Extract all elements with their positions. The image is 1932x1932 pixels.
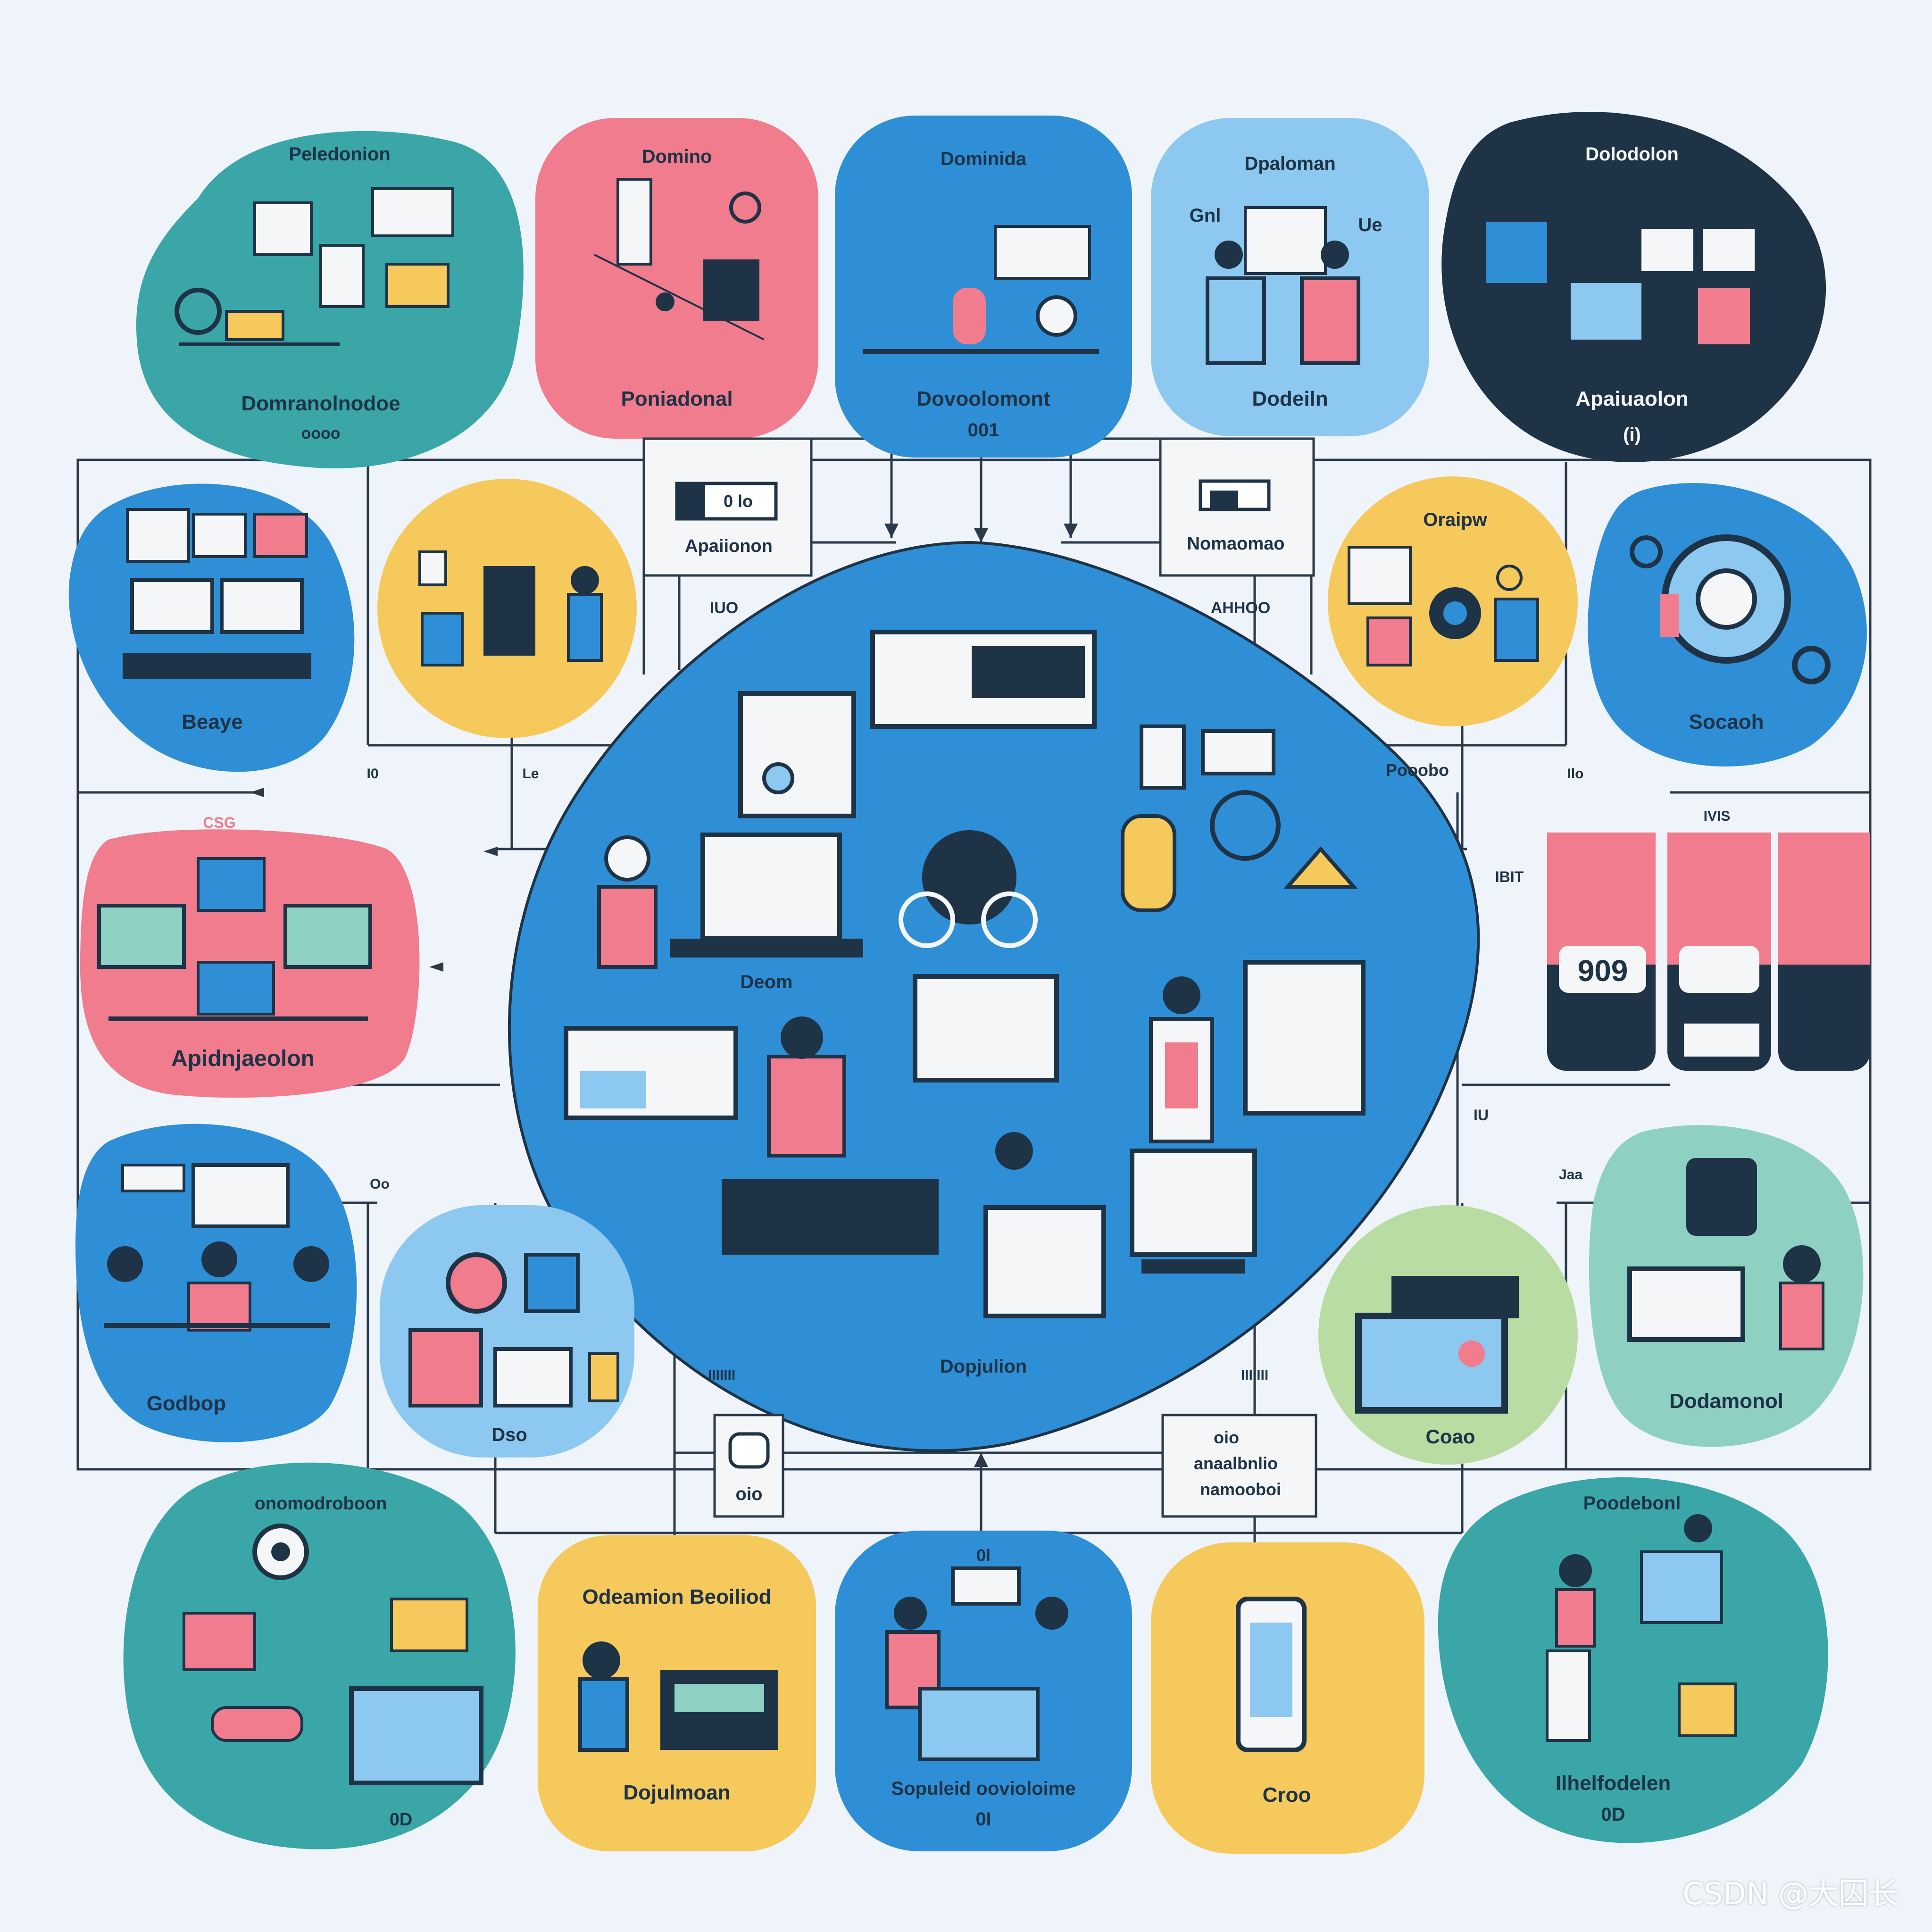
box-bottom-right-connector: oio anaalbnlio namooboi xyxy=(1161,1414,1317,1518)
node-right-panels-top: IVIS xyxy=(1704,808,1731,824)
node-right-panels-value: 909 xyxy=(1578,954,1628,988)
node-bottom-blue-top: 0l xyxy=(976,1546,991,1565)
connector-label-left-small2: Le xyxy=(522,766,539,782)
node-bottom-yellow-caption: Dojulmoan xyxy=(623,1781,730,1804)
node-top-teal-title: Peledonion xyxy=(289,144,391,165)
node-center-label-b: Dopjulion xyxy=(940,1356,1027,1377)
node-top-navy-sub: (i) xyxy=(1623,425,1641,445)
box-bottom-right-line1: oio xyxy=(1214,1428,1239,1447)
node-left-pink: Apidnjaeolon CSG xyxy=(80,814,420,1098)
connector-label-right-small3: IBIT xyxy=(1495,868,1524,885)
node-bottom-teal2-title: Poodebonl xyxy=(1583,1493,1681,1514)
node-bottom-left-light: Dso xyxy=(380,1205,634,1457)
node-mid-right-blue: Socaoh xyxy=(1588,483,1867,767)
box-top-left-label: Apaiionon xyxy=(685,536,773,556)
node-top-light-side-left: Gnl xyxy=(1190,205,1221,226)
node-mid-right-yellow: Oraipw xyxy=(1328,476,1578,726)
node-top-navy-title: Dolodolon xyxy=(1585,144,1679,165)
node-bottom-teal-sub: 0D xyxy=(390,1810,413,1830)
connector-label-right-lower: Jaa xyxy=(1559,1167,1582,1183)
node-top-pink: Domino Poniadonal xyxy=(535,118,818,439)
node-bottom-teal: onomodroboon 0D xyxy=(123,1462,516,1849)
box-top-right-label: Nomaomao xyxy=(1187,534,1285,554)
node-bottom-yellow: Odeamion Beoiliod Dojulmoan xyxy=(538,1535,816,1851)
node-bottom-right-green-caption: Coao xyxy=(1426,1425,1475,1448)
connector-label-right-small4: IU xyxy=(1474,1107,1489,1124)
node-bottom-yellow2-caption: Croo xyxy=(1263,1783,1311,1807)
node-top-light-caption: Dodeiln xyxy=(1252,387,1328,410)
node-top-blue-sub: 001 xyxy=(968,420,999,441)
node-bottom-blue-caption: Sopuleid oovioloime xyxy=(891,1778,1075,1799)
connector-label-right-mid: AHHOO xyxy=(1211,599,1271,617)
node-bottom-right-mint: Dodamonol xyxy=(1589,1125,1864,1447)
node-bottom-right-green: Coao xyxy=(1318,1205,1578,1465)
node-bottom-blue-sub: 0I xyxy=(975,1809,991,1830)
node-bottom-yellow-title: Odeamion Beoiliod xyxy=(583,1585,772,1608)
node-mid-left-blue: Beaye xyxy=(68,483,355,772)
node-bottom-left-light-caption: Dso xyxy=(491,1424,527,1445)
node-left-pink-top: CSG xyxy=(203,814,235,831)
node-top-navy: Dolodolon Apaiuaolon (i) xyxy=(1441,112,1826,462)
node-top-light-title: Dpaloman xyxy=(1244,153,1335,174)
connector-label-bottom-mid-left: IIIIIII xyxy=(708,1367,735,1383)
node-top-teal-sub: oooo xyxy=(301,425,340,442)
node-bottom-teal2-caption: Ilhelfodelen xyxy=(1556,1772,1671,1795)
node-top-pink-title: Domino xyxy=(642,146,712,167)
box-top-left-value: 0 lo xyxy=(724,491,753,511)
node-bottom-right-mint-caption: Dodamonol xyxy=(1669,1390,1783,1413)
node-top-light-side-right: Ue xyxy=(1358,215,1382,235)
node-center: Deom Dopjulion xyxy=(508,541,1480,1452)
node-mid-left-blue-caption: Beaye xyxy=(182,710,243,733)
watermark: CSDN @大囚长 xyxy=(1682,1877,1899,1912)
node-bottom-left-blue-caption: Godbop xyxy=(147,1392,226,1415)
connector-label-right-small2: Ilo xyxy=(1567,766,1584,782)
node-center-label-a: Deom xyxy=(740,972,792,992)
connector-labels: IUO AHHOO I0 Le Pooobo Ilo IBIT IU Oo Ja… xyxy=(366,599,1583,1383)
node-left-pink-caption: Apidnjaeolon xyxy=(171,1046,315,1071)
box-bottom-left-connector: oio xyxy=(713,1414,784,1518)
connector-label-right-small: Pooobo xyxy=(1386,760,1449,780)
node-bottom-teal2: Poodebonl Ilhelfodelen 0D xyxy=(1438,1477,1828,1843)
node-top-blue-title: Dominida xyxy=(941,149,1027,169)
node-mid-right-blue-caption: Socaoh xyxy=(1689,710,1764,733)
node-top-teal-caption: Domranolnodoe xyxy=(241,392,400,415)
node-bottom-left-blue: Godbop xyxy=(75,1124,357,1442)
node-top-teal: Peledonion Domranolnodoe oooo xyxy=(136,131,524,469)
node-top-blue-caption: Dovoolomont xyxy=(916,387,1050,410)
connector-label-left-lower: Oo xyxy=(370,1176,390,1192)
box-bottom-right-line2: anaalbnlio xyxy=(1194,1454,1278,1473)
node-top-blue: Dominida Dovoolomont 001 xyxy=(835,116,1132,458)
node-mid-right-yellow-title: Oraipw xyxy=(1423,509,1487,530)
connector-label-bottom-mid-right: IIIIIII xyxy=(1241,1367,1268,1383)
box-bottom-right-line3: namooboi xyxy=(1200,1480,1281,1499)
box-bottom-left-label: oio xyxy=(736,1484,763,1504)
node-top-light: Dpaloman Gnl Ue Dodeiln xyxy=(1151,118,1429,436)
node-top-pink-caption: Poniadonal xyxy=(621,387,733,410)
connector-label-left-small: I0 xyxy=(366,766,378,782)
box-top-right-connector: Nomaomao xyxy=(1159,437,1315,577)
node-mid-left-yellow xyxy=(377,479,637,738)
node-bottom-teal2-sub: 0D xyxy=(1601,1804,1625,1825)
node-top-navy-caption: Apaiuaolon xyxy=(1575,387,1689,410)
node-right-panels: 909 IVIS xyxy=(1547,808,1870,1071)
box-top-left-connector: 0 lo Apaiionon xyxy=(642,437,813,577)
node-bottom-teal-title: onomodroboon xyxy=(255,1494,387,1514)
connector-label-left-mid: IUO xyxy=(710,599,738,617)
node-bottom-yellow2: Croo xyxy=(1151,1542,1424,1854)
node-bottom-blue: 0l Sopuleid oovioloime 0I xyxy=(835,1531,1132,1851)
